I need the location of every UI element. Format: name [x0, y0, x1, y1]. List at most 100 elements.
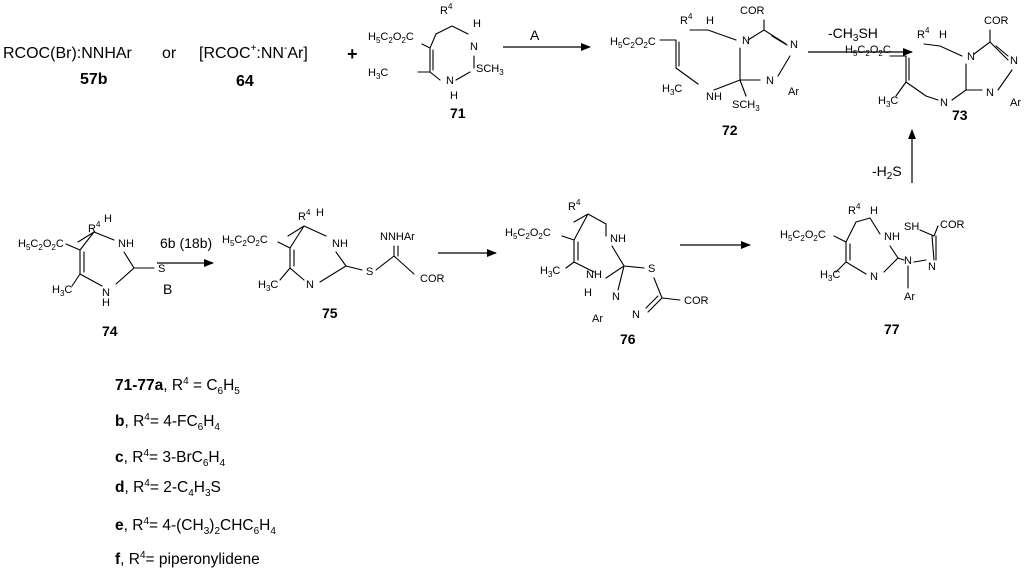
legend-sep: , R [123, 517, 144, 534]
label-76: 76 [620, 331, 636, 347]
atom-n: N [306, 279, 314, 291]
label-72: 72 [722, 122, 738, 138]
atom-sh: SH [904, 221, 919, 233]
legend-row-d: d, R4= 2-C4H3S [115, 478, 221, 499]
atom-nh: NH [706, 91, 722, 103]
atom-methyl: H3C [662, 83, 682, 97]
atom-ester: H5C2O2C [610, 36, 656, 50]
atom-ester: H5C2O2C [505, 227, 551, 241]
legend-value: 4-FC6H4 [163, 413, 220, 433]
atom-sch3: SCH3 [476, 63, 504, 77]
label-71: 71 [450, 105, 466, 121]
plus-sign: + [347, 44, 358, 64]
atom-cor: COR [984, 15, 1009, 27]
atom-s: S [366, 266, 373, 278]
label-73: 73 [952, 107, 968, 123]
atom-n2: N [632, 309, 640, 321]
atom-h: H [584, 287, 592, 299]
label-75: 75 [322, 305, 338, 321]
atom-n2: N [904, 255, 912, 267]
atom-h: H [939, 29, 947, 41]
compound-77: H5C2O2C H3C R4 H NH N N N Ar SH COR 77 [780, 202, 965, 337]
atom-cor: COR [940, 219, 965, 231]
legend-value: 2-C4H3S [163, 479, 221, 499]
atom-methyl: H3C [540, 265, 560, 279]
legend-eq: = [188, 377, 207, 394]
atom-methyl: H3C [52, 284, 72, 298]
atom-ar: Ar [1010, 97, 1021, 109]
legend-id: 71-77a [115, 377, 164, 394]
label-64: 64 [236, 73, 254, 90]
atom-n: N [870, 271, 878, 283]
atom-ester: H5C2O2C [18, 238, 64, 252]
legend-row-e: e, R4= 4-(CH3)2CHC6H4 [115, 516, 276, 537]
legend-value: 4-(CH3)2CHC6H4 [162, 517, 276, 537]
atom-s: S [648, 263, 655, 275]
legend-id: e [115, 517, 124, 534]
legend-eq: = [149, 479, 164, 496]
legend-sep: , R [124, 413, 145, 430]
reagent-57b: RCOC(Br):NNHAr 57b [3, 45, 133, 88]
atom-methyl: H3C [258, 279, 278, 293]
atom-h-sub: H [450, 90, 458, 102]
atom-h: H [870, 205, 878, 217]
atom-n3: N [766, 75, 774, 87]
atom-h: H [706, 15, 714, 27]
legend-sep: , R [163, 377, 184, 394]
legend-row-a: 71-77a, R4 = C6H5 [115, 376, 240, 397]
atom-nh: NH [610, 233, 626, 245]
atom-r4: R4 [440, 2, 453, 17]
atom-nh: NH [884, 231, 900, 243]
or-text: or [162, 45, 177, 62]
compound-74: H5C2O2C H3C R4 H NH N H S 74 [18, 213, 165, 339]
legend-sup: 4 [144, 478, 150, 489]
legend-value: C6H5 [206, 377, 240, 397]
atom-nh2: NH [586, 269, 602, 281]
atom-ar: Ar [592, 313, 603, 325]
legend-eq: = [149, 449, 163, 466]
legend-sup: 4 [143, 448, 149, 459]
legend-sep: , R [120, 551, 140, 568]
legend-sup: 4 [183, 376, 189, 387]
atom-n3: N [986, 87, 994, 99]
atom-n: N [967, 51, 975, 63]
atom-n2: N [790, 39, 798, 51]
atom-cor: COR [684, 295, 709, 307]
atom-h: H [473, 18, 481, 30]
atom-methyl: H3C [368, 67, 388, 81]
legend-id: f [115, 551, 121, 568]
atom-r4: R4 [568, 198, 581, 213]
atom-n-h: N [446, 75, 454, 87]
legend-value: 3-BrC6H4 [162, 449, 226, 469]
atom-r4: R4 [917, 26, 930, 41]
atom-methyl: H3C [878, 95, 898, 109]
atom-ester: H5C2O2C [368, 31, 414, 45]
label-57b: 57b [80, 71, 108, 88]
atom-h-sub: H [102, 297, 110, 309]
legend-id: b [115, 413, 125, 430]
atom-s: S [158, 263, 165, 275]
atom-nnhar: NNHAr [380, 231, 415, 243]
atom-n3: N [928, 261, 936, 273]
atom-nh2: N [102, 287, 110, 299]
legend-id: c [115, 449, 124, 466]
atom-ester: H5C2O2C [845, 44, 891, 58]
atom-n: N [742, 35, 750, 47]
arrow-b-label: B [163, 281, 172, 297]
atom-cor: COR [420, 273, 445, 285]
arrow-b-reagent: 6b (18b) [160, 235, 212, 251]
compound-76: H5C2O2C H3C R4 NH NH H S N N Ar COR 76 [505, 198, 709, 347]
atom-r4: R4 [848, 202, 861, 217]
atom-n: N [470, 41, 478, 53]
arrow-a-label: A [530, 27, 540, 43]
atom-r4: R4 [680, 12, 693, 27]
atom-h: H [104, 213, 112, 225]
atom-ester: H5C2O2C [780, 229, 826, 243]
legend-value: piperonylidene [158, 551, 260, 568]
arrow-ch3sh-label: -CH3SH [828, 25, 878, 44]
atom-nh: NH [118, 238, 134, 250]
atom-ar: Ar [904, 291, 915, 303]
legend-sup: 4 [143, 516, 149, 527]
atom-ar: Ar [788, 86, 799, 98]
